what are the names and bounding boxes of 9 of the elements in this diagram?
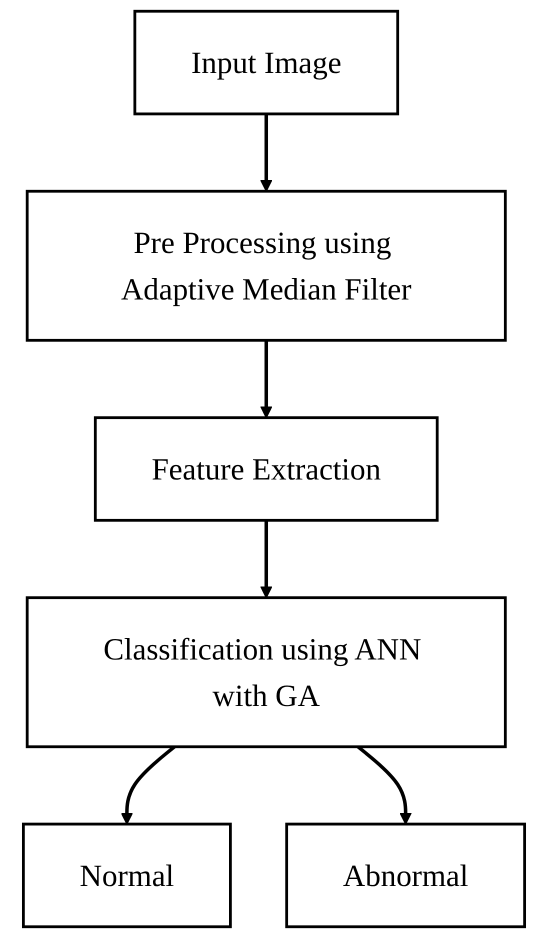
arrow [260,114,272,192]
arrow [260,520,272,598]
node-box: Classification using ANN with GA [26,596,507,748]
node-box: Abnormal [285,822,526,928]
node-box: Feature Extraction [94,416,439,522]
node-box: Input Image [133,10,400,116]
node-box: Pre Processing using Adaptive Median Filter [26,190,507,342]
node-box: Normal [22,822,232,928]
arrow [260,340,272,418]
